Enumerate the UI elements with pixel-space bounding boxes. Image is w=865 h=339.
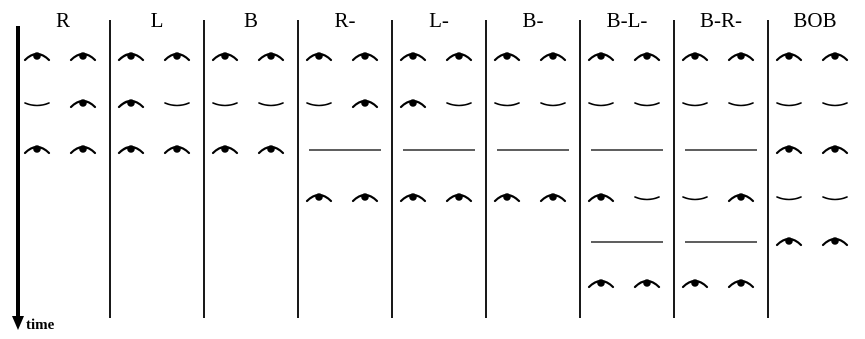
column-b_l_: B-L- bbox=[587, 8, 675, 318]
open-eye-icon bbox=[587, 279, 615, 289]
column-l: L bbox=[117, 8, 205, 318]
open-eye-icon bbox=[587, 52, 615, 62]
closed-eye-icon bbox=[728, 102, 754, 107]
closed-eye-icon bbox=[588, 102, 614, 107]
open-eye-icon bbox=[445, 193, 473, 203]
open-eye-icon bbox=[305, 193, 333, 203]
open-eye-icon bbox=[493, 193, 521, 203]
closed-eye-icon bbox=[682, 196, 708, 201]
open-eye-icon bbox=[351, 52, 379, 62]
closed-eye-icon bbox=[212, 102, 238, 107]
column-l_: L- bbox=[399, 8, 487, 318]
open-eye-icon bbox=[821, 145, 849, 155]
column-label: L bbox=[151, 8, 164, 32]
open-eye-icon bbox=[633, 279, 661, 289]
open-eye-icon bbox=[539, 193, 567, 203]
open-eye-icon bbox=[351, 99, 379, 109]
column-b_r_: B-R- bbox=[681, 8, 769, 318]
open-eye-icon bbox=[399, 99, 427, 109]
closed-eye-icon bbox=[164, 102, 190, 107]
column-r: R bbox=[23, 8, 111, 318]
open-eye-icon bbox=[211, 145, 239, 155]
column-b_: B- bbox=[493, 8, 581, 318]
closed-eye-icon bbox=[634, 196, 660, 201]
open-eye-icon bbox=[775, 52, 803, 62]
open-eye-icon bbox=[493, 52, 521, 62]
open-eye-icon bbox=[305, 52, 333, 62]
column-label: B bbox=[244, 8, 258, 32]
open-eye-icon bbox=[633, 52, 661, 62]
column-bob: BOB bbox=[775, 8, 849, 247]
column-label: B-L- bbox=[607, 8, 648, 32]
open-eye-icon bbox=[69, 52, 97, 62]
open-eye-icon bbox=[211, 52, 239, 62]
open-eye-icon bbox=[69, 99, 97, 109]
open-eye-icon bbox=[399, 193, 427, 203]
column-label: R- bbox=[335, 8, 356, 32]
closed-eye-icon bbox=[776, 102, 802, 107]
open-eye-icon bbox=[587, 193, 615, 203]
column-label: B- bbox=[523, 8, 544, 32]
open-eye-icon bbox=[727, 279, 755, 289]
down-arrow-icon bbox=[12, 316, 24, 330]
open-eye-icon bbox=[445, 52, 473, 62]
time-axis: time bbox=[12, 26, 55, 333]
closed-eye-icon bbox=[776, 196, 802, 201]
column-label: B-R- bbox=[700, 8, 742, 32]
open-eye-icon bbox=[681, 52, 709, 62]
open-eye-icon bbox=[163, 52, 191, 62]
closed-eye-icon bbox=[24, 102, 50, 107]
column-b: B bbox=[211, 8, 299, 318]
closed-eye-icon bbox=[258, 102, 284, 107]
column-label: L- bbox=[429, 8, 449, 32]
column-r_: R- bbox=[305, 8, 393, 318]
open-eye-icon bbox=[539, 52, 567, 62]
closed-eye-icon bbox=[306, 102, 332, 107]
open-eye-icon bbox=[163, 145, 191, 155]
open-eye-icon bbox=[727, 193, 755, 203]
open-eye-icon bbox=[727, 52, 755, 62]
closed-eye-icon bbox=[540, 102, 566, 107]
open-eye-icon bbox=[775, 145, 803, 155]
open-eye-icon bbox=[821, 52, 849, 62]
time-label: time bbox=[26, 317, 55, 333]
open-eye-icon bbox=[23, 145, 51, 155]
open-eye-icon bbox=[775, 237, 803, 247]
column-label: R bbox=[56, 8, 70, 32]
open-eye-icon bbox=[257, 145, 285, 155]
closed-eye-icon bbox=[822, 102, 848, 107]
closed-eye-icon bbox=[682, 102, 708, 107]
open-eye-icon bbox=[821, 237, 849, 247]
open-eye-icon bbox=[117, 145, 145, 155]
open-eye-icon bbox=[399, 52, 427, 62]
open-eye-icon bbox=[23, 52, 51, 62]
open-eye-icon bbox=[117, 52, 145, 62]
open-eye-icon bbox=[681, 279, 709, 289]
columns-layer: R L B R- L- B- B-L- B-R- BOB bbox=[23, 8, 849, 318]
open-eye-icon bbox=[117, 99, 145, 109]
closed-eye-icon bbox=[446, 102, 472, 107]
closed-eye-icon bbox=[494, 102, 520, 107]
open-eye-icon bbox=[69, 145, 97, 155]
closed-eye-icon bbox=[634, 102, 660, 107]
open-eye-icon bbox=[351, 193, 379, 203]
column-label: BOB bbox=[793, 8, 836, 32]
closed-eye-icon bbox=[822, 196, 848, 201]
open-eye-icon bbox=[257, 52, 285, 62]
